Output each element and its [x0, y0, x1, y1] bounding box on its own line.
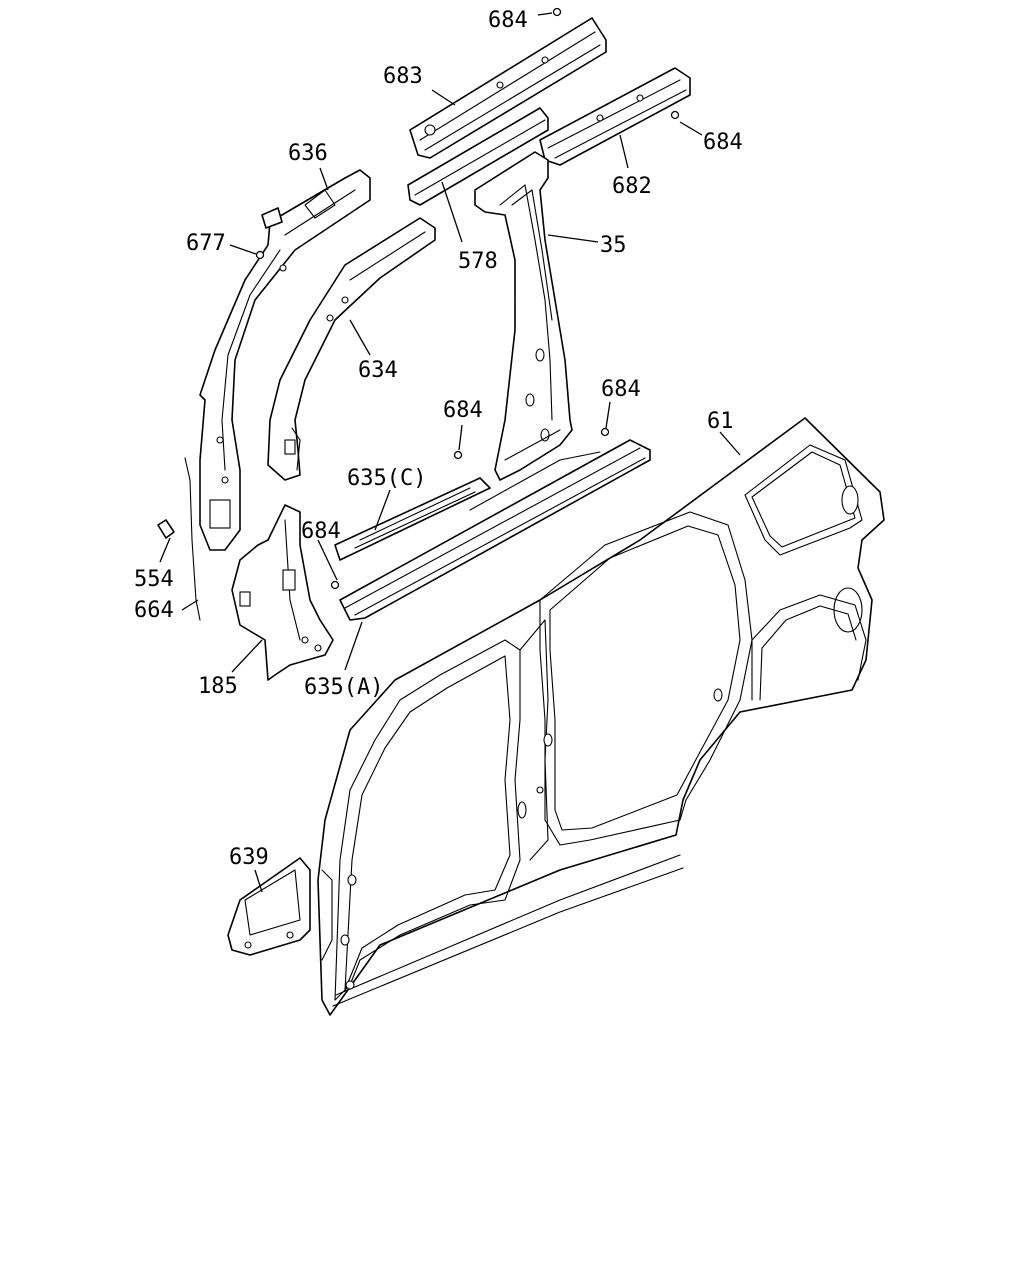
callouts: 684 683 684 682 636 677 578 35 634 684 6…	[134, 8, 743, 870]
fastener-684-top	[552, 7, 562, 17]
callout-634: 634	[358, 358, 398, 383]
fastener-684-mid	[453, 450, 463, 460]
callout-682: 682	[612, 174, 652, 199]
part-634-front-pillar-reinforcement	[267, 217, 436, 481]
fasteners-684	[330, 7, 680, 590]
callout-677: 677	[186, 231, 226, 256]
part-677-clip	[255, 207, 283, 260]
part-639-bracket	[227, 857, 311, 956]
callout-664: 664	[134, 598, 174, 623]
part-61-body-side-outer-panel	[317, 417, 885, 1016]
callout-684-top: 684	[488, 8, 528, 33]
fastener-684-sill	[600, 427, 610, 437]
part-35-center-pillar-inner	[474, 151, 573, 481]
callout-185: 185	[198, 674, 238, 699]
callout-639: 639	[229, 845, 269, 870]
callout-635a: 635(A)	[304, 675, 383, 700]
part-635a-side-sill-inner	[339, 439, 651, 621]
part-683-roof-rail-front	[409, 17, 607, 159]
callout-554: 554	[134, 567, 174, 592]
callout-684-right: 684	[703, 130, 743, 155]
callout-636: 636	[288, 141, 328, 166]
part-636-front-pillar-upper	[199, 169, 371, 551]
fastener-684-right	[670, 110, 680, 120]
callout-684-mid: 684	[443, 398, 483, 423]
callout-683: 683	[383, 64, 423, 89]
part-554-clip	[157, 519, 175, 539]
part-578-roof-rail-reinforcement	[407, 107, 549, 206]
part-682-roof-rail-rear	[539, 67, 691, 166]
fastener-684-left	[330, 580, 340, 590]
part-635c-sill-reinforcement	[334, 477, 491, 561]
callout-684-sill: 684	[601, 377, 641, 402]
callout-578: 578	[458, 249, 498, 274]
callout-61: 61	[707, 409, 734, 434]
callout-35: 35	[600, 233, 627, 258]
callout-635c: 635(C)	[347, 466, 426, 491]
callout-684-left: 684	[301, 519, 341, 544]
part-664-wire	[184, 457, 201, 621]
part-185-front-pillar-lower	[231, 504, 334, 681]
leader-lines	[159, 12, 741, 893]
